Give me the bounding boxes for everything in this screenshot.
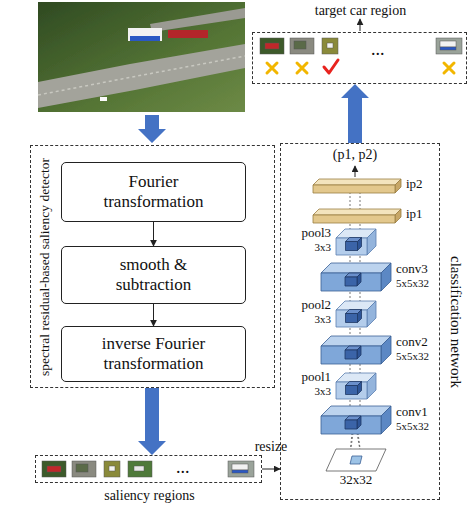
process-box: Fourier transformation <box>61 162 246 222</box>
connector-arrow <box>153 222 154 246</box>
layer-label: conv3 <box>396 262 429 277</box>
layer-label: ip1 <box>406 207 423 222</box>
layer-caption: conv15x5x32 <box>396 405 429 433</box>
layer-caption: pool13x3 <box>301 370 331 398</box>
fc-layer: ip1 <box>313 209 401 223</box>
region-label: saliency regions <box>36 488 263 504</box>
layer-label: pool3 <box>301 226 331 241</box>
process-label: inverse Fourier transformation <box>92 334 215 375</box>
cuboid-shape <box>321 336 391 364</box>
cuboid-shape <box>321 406 391 434</box>
connector-arrow <box>262 469 280 470</box>
region-label: target car region <box>253 3 468 19</box>
layer-label: pool1 <box>301 370 331 385</box>
output-arrow <box>355 166 356 177</box>
network-box: classification networkip2ip1pool33x3conv… <box>280 143 440 500</box>
layer-caption: pool23x3 <box>301 298 331 326</box>
region-label: ... <box>176 457 190 478</box>
module-box: spectral residual-based saliency detecto… <box>30 145 275 388</box>
layer-caption: ip2 <box>406 177 423 192</box>
layer-label: 3x3 <box>301 385 331 398</box>
pool-layer: pool23x3 <box>336 301 376 327</box>
process-box: inverse Fourier transformation <box>61 326 246 382</box>
layer-label: 5x5x32 <box>396 420 429 433</box>
cuboid-shape <box>313 179 401 193</box>
layer-caption: ip1 <box>406 207 423 222</box>
layer-label: ip2 <box>406 177 423 192</box>
region-label: classification network <box>446 255 463 387</box>
process-label: Fourier transformation <box>92 172 215 213</box>
aerial-photo <box>38 2 245 112</box>
saliency-thumbnails <box>42 461 254 477</box>
pointer-arrow <box>360 19 361 31</box>
cuboid-shape <box>321 263 391 291</box>
cuboid-shape <box>313 209 401 223</box>
conv-layer: conv25x5x32 <box>321 336 391 364</box>
layer-label: 3x3 <box>301 313 331 326</box>
region-box: target car region... <box>252 32 467 84</box>
layer-label: 5x5x32 <box>396 350 429 363</box>
cuboid-shape <box>336 373 376 399</box>
reject-marks <box>267 63 454 73</box>
layer-caption: conv25x5x32 <box>396 335 429 363</box>
input-plane: 32x32 <box>326 449 386 471</box>
region-label: 32x32 <box>326 473 386 488</box>
layer-label: conv2 <box>396 335 429 350</box>
pool-layer: pool33x3 <box>336 229 376 255</box>
flow-arrow <box>138 388 166 455</box>
fc-layer: ip2 <box>313 179 401 193</box>
flow-arrow <box>341 84 369 143</box>
edge-label: resize <box>241 439 301 455</box>
cuboid-shape <box>336 229 376 255</box>
target-thumbnails <box>260 38 462 54</box>
process-label: smooth & subtraction <box>92 255 215 296</box>
layer-label: 3x3 <box>301 241 331 254</box>
region-label: ... <box>371 39 385 60</box>
layer-label: 5x5x32 <box>396 277 429 290</box>
cuboid-shape <box>336 301 376 327</box>
conv-layer: conv15x5x32 <box>321 406 391 434</box>
layer-label: conv1 <box>396 405 429 420</box>
region-label: spectral residual-based saliency detecto… <box>37 158 53 376</box>
region-box: saliency regions... <box>35 455 262 483</box>
process-box: smooth & subtraction <box>61 246 246 304</box>
pool-layer: pool13x3 <box>336 373 376 399</box>
flow-arrow <box>138 115 166 143</box>
connector-arrow <box>153 304 154 326</box>
accept-mark <box>324 60 338 73</box>
layer-label: pool2 <box>301 298 331 313</box>
plane-shape <box>326 449 386 471</box>
conv-layer: conv35x5x32 <box>321 263 391 291</box>
layer-caption: conv35x5x32 <box>396 262 429 290</box>
output-label: (p1, p2) <box>305 147 405 163</box>
layer-caption: pool33x3 <box>301 226 331 254</box>
